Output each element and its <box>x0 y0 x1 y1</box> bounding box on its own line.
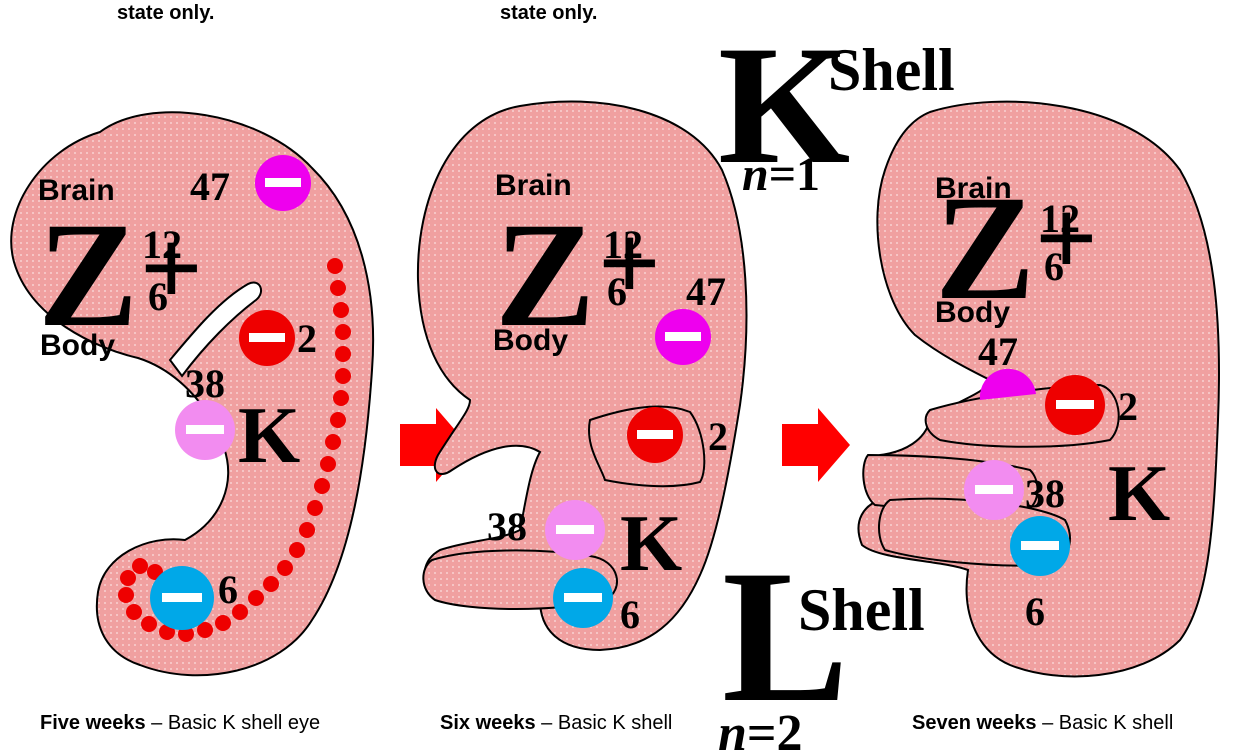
marker-6-icon-2 <box>553 568 613 628</box>
marker-2-icon-2 <box>627 407 683 463</box>
body-label-3: Body <box>935 296 1010 329</box>
marker-6-icon-3 <box>1010 516 1070 576</box>
marker-2-label-3: 2 <box>1118 384 1138 429</box>
marker-47-label-3: 47 <box>978 329 1018 374</box>
arrow-icon-2 <box>782 408 850 482</box>
k-label-1: K <box>238 392 300 480</box>
panel-six-weeks: Brain Z 12 6 + 47 Body 2 38 K 6 <box>418 102 747 650</box>
marker-47-label-1: 47 <box>190 164 230 209</box>
k-shell-n-value: n=1 <box>742 148 820 201</box>
l-shell-n-value: n=2 <box>718 705 803 756</box>
panel-five-weeks: Brain Z 12 6 + Body 47 2 38 K 6 <box>11 112 373 675</box>
marker-2-label-1: 2 <box>297 316 317 361</box>
body-label-2: Body <box>493 324 568 357</box>
caption-five-weeks: Five weeks – Basic K shell eye <box>40 708 320 738</box>
marker-38-icon-3 <box>964 460 1024 520</box>
charge-sign-1: + <box>140 207 203 329</box>
l-shell-word: Shell <box>798 577 925 643</box>
marker-47-icon-1 <box>255 155 311 211</box>
caption-six-weeks: Six weeks – Basic K shell <box>440 708 672 738</box>
marker-47-label-2: 47 <box>686 269 726 314</box>
marker-2-icon-1 <box>239 310 295 366</box>
marker-6-icon-1 <box>150 566 214 630</box>
marker-38-label-1: 38 <box>185 361 225 406</box>
marker-2-label-2: 2 <box>708 414 728 459</box>
marker-2-icon-3 <box>1045 375 1105 435</box>
marker-38-label-3: 38 <box>1025 471 1065 516</box>
marker-38-icon-1 <box>175 400 235 460</box>
marker-38-label-2: 38 <box>487 504 527 549</box>
charge-sign-2: + <box>598 202 661 324</box>
marker-47-icon-2 <box>655 309 711 365</box>
marker-6-label-3: 6 <box>1025 589 1045 634</box>
k-label-2: K <box>620 500 682 588</box>
marker-6-label-2: 6 <box>620 592 640 637</box>
charge-sign-3: + <box>1035 177 1098 299</box>
body-label-1: Body <box>40 329 115 362</box>
caption-seven-weeks: Seven weeks – Basic K shell <box>912 708 1173 738</box>
marker-38-icon-2 <box>545 500 605 560</box>
marker-6-label-1: 6 <box>218 567 238 612</box>
k-label-3: K <box>1108 450 1170 538</box>
k-shell-word: Shell <box>828 37 955 103</box>
l-shell-label: L Shell n=2 <box>718 532 925 756</box>
